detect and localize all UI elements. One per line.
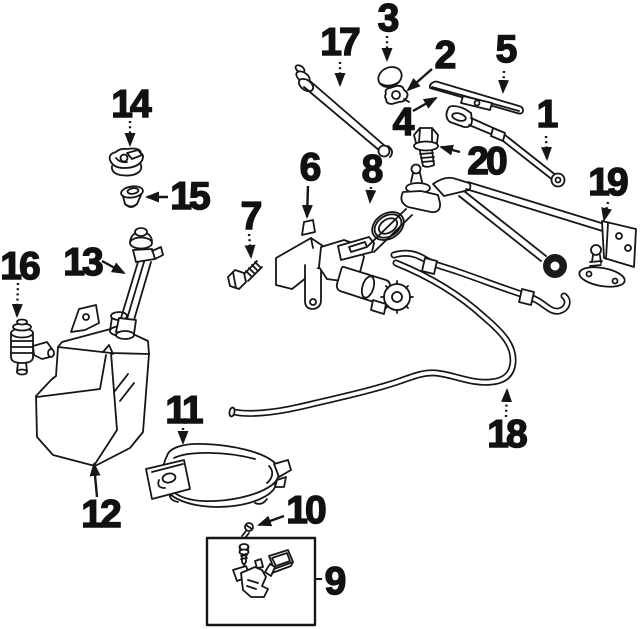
pivot-cap-drawing xyxy=(377,66,403,88)
callout-15-label[interactable]: 15 xyxy=(170,174,214,218)
wiper-blade-drawing xyxy=(428,80,524,115)
washer-pump-drawing xyxy=(10,318,55,376)
wiper-arm-left-drawing xyxy=(294,64,393,158)
callout-19-arrow xyxy=(601,201,612,222)
callout-6-arrow xyxy=(301,185,313,219)
pivot-nut-drawing xyxy=(384,84,410,105)
pivot-cover-drawing xyxy=(145,443,292,508)
callout-14-label[interactable]: 14 xyxy=(111,82,156,126)
callout-16-label[interactable]: 16 xyxy=(0,244,44,288)
callout-17-label[interactable]: 17 xyxy=(320,20,363,64)
callout-3-label[interactable]: 3 xyxy=(377,0,402,41)
callout-6-label[interactable]: 6 xyxy=(299,145,324,189)
callout-1-label[interactable]: 1 xyxy=(536,92,561,136)
filler-grommet-drawing xyxy=(120,185,144,208)
callout-19-label[interactable]: 19 xyxy=(588,160,632,204)
callout-5-arrow xyxy=(498,70,510,94)
wiper-arm-drawing xyxy=(445,105,566,188)
callout-8-label[interactable]: 8 xyxy=(361,147,386,191)
callout-1-arrow xyxy=(540,135,552,161)
callout-18-arrow xyxy=(501,388,513,418)
callout-18-label[interactable]: 18 xyxy=(487,412,531,456)
callout-2-label[interactable]: 2 xyxy=(434,33,459,77)
callout-13-arrow xyxy=(101,259,126,275)
callout-5-label[interactable]: 5 xyxy=(495,27,520,71)
callout-12-label[interactable]: 12 xyxy=(81,492,125,536)
callout-4-arrow xyxy=(412,96,438,113)
pivot-bolt-drawing xyxy=(413,127,439,168)
callout-20-arrow xyxy=(439,144,461,156)
callout-7-arrow xyxy=(244,233,256,259)
callout-7-label[interactable]: 7 xyxy=(240,194,264,238)
motor-bolt-drawing xyxy=(227,260,263,290)
callout-16-arrow xyxy=(11,282,23,318)
callout-4-label[interactable]: 4 xyxy=(392,100,418,144)
filler-neck-drawing xyxy=(115,227,164,340)
callout-2-arrow xyxy=(406,68,433,92)
callout-arrows-layer xyxy=(11,36,612,580)
reservoir-cap-drawing xyxy=(108,147,144,177)
callout-10-arrow xyxy=(257,514,285,527)
callout-11-label[interactable]: 11 xyxy=(165,388,207,432)
wiper-motor-drawing xyxy=(275,219,414,315)
wiper-linkage-drawing xyxy=(367,163,637,288)
callout-13-label[interactable]: 13 xyxy=(63,240,107,284)
callout-20-label[interactable]: 20 xyxy=(467,139,511,183)
washer-hose-drawing xyxy=(228,249,571,418)
washer-nozzle-kit-drawing xyxy=(205,536,317,627)
callout-12-arrow xyxy=(89,462,101,498)
callout-9-label[interactable]: 9 xyxy=(324,559,349,603)
callout-10-label[interactable]: 10 xyxy=(286,488,330,532)
